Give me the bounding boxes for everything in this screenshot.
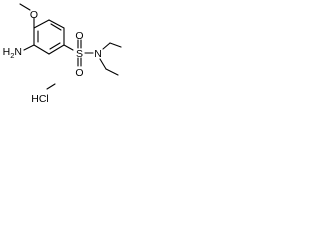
benzene-ring — [33, 19, 65, 55]
bond-ring-to-sulfur — [63, 44, 74, 51]
amino-label: H2N — [3, 46, 22, 60]
sulfur-label: S — [76, 48, 83, 60]
ring-double-bond — [50, 23, 62, 31]
molecule-diagram: O H2N S O O N HCl — [0, 0, 126, 118]
structure-drawing: O H2N S O O N HCl — [3, 3, 122, 105]
ring-bond — [33, 19, 50, 29]
bond-hcl — [46, 83, 56, 90]
hydrochloride-label: HCl — [31, 93, 49, 105]
bond-ethyl-lower-cc — [105, 68, 119, 76]
ring-double-bond — [49, 42, 61, 50]
bond-methoxy-oxygen-to-methyl — [19, 3, 31, 11]
ring-bond — [48, 44, 65, 55]
sulfonyl-oxygen-bottom-label: O — [75, 67, 83, 79]
bond-ring-to-amino — [23, 44, 35, 51]
ring-bond — [33, 44, 50, 55]
bond-nitrogen-to-ethyl-upper — [102, 42, 111, 50]
bond-ethyl-upper-cc — [109, 42, 122, 48]
methoxy-oxygen-label: O — [30, 9, 38, 21]
ring-bond — [48, 19, 65, 29]
bond-nitrogen-to-ethyl-lower — [99, 58, 107, 70]
sulfonamide-nitrogen-label: N — [94, 48, 102, 60]
sulfonyl-oxygen-top-label: O — [75, 30, 83, 42]
